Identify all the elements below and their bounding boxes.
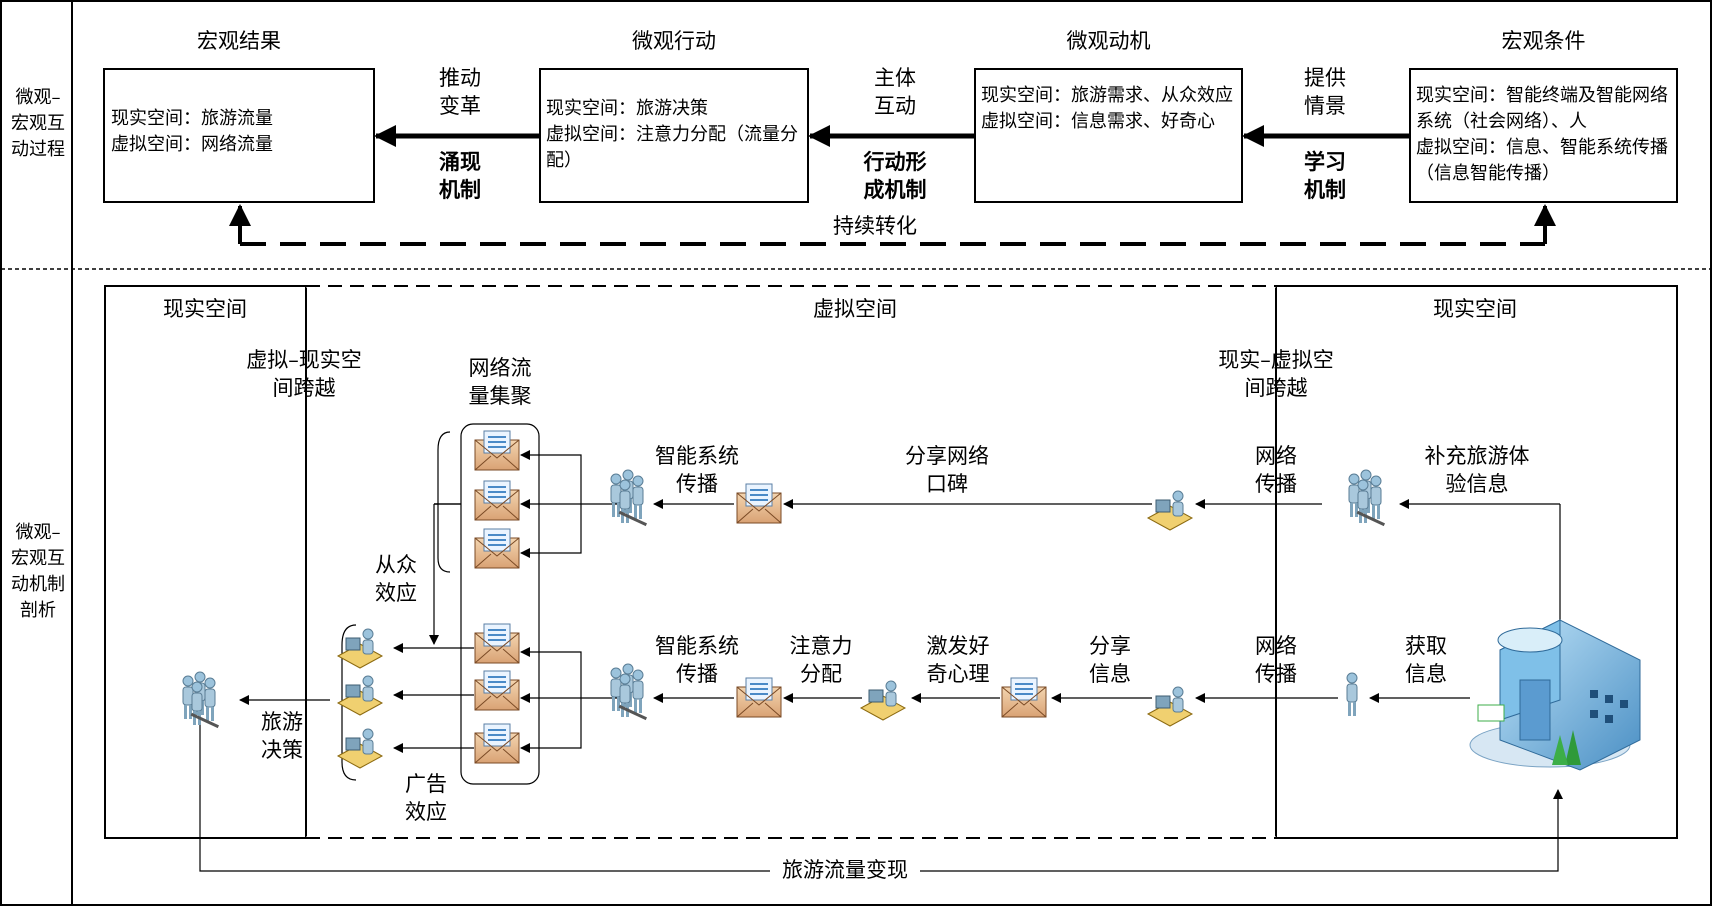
- header-macro-result: 宏观结果: [197, 29, 281, 53]
- label-smart-spread-lower: 智能系统传播: [655, 634, 739, 686]
- envelope-icon: [474, 430, 520, 471]
- label-action-mechanism: 行动形成机制: [863, 149, 927, 202]
- envelope-icon: [474, 480, 520, 521]
- person-icon: [1346, 672, 1358, 717]
- label-continuous-transform: 持续转化: [820, 212, 930, 240]
- box-macro-result: 现实空间：旅游流量虚拟空间：网络流量: [111, 108, 273, 155]
- label-smart-spread-upper: 智能系统传播: [655, 444, 739, 496]
- label-real-virtual-crossing: 现实–虚拟空间跨越: [1218, 348, 1334, 400]
- label-emergence-mechanism: 涌现机制: [439, 149, 481, 202]
- label-virtual-real-crossing: 虚拟–现实空间跨越: [246, 348, 362, 400]
- envelope-icon: [1001, 677, 1047, 718]
- side-label-bottom: 微观–宏观互动机制剖析: [11, 522, 65, 621]
- label-share-info: 分享信息: [1089, 634, 1131, 686]
- label-push-change: 推动变革: [439, 66, 481, 118]
- person-group-icon: [611, 664, 647, 720]
- envelope-icon: [736, 677, 782, 718]
- label-monetize: 旅游流量变现: [770, 856, 920, 884]
- envelope-icon: [474, 723, 520, 764]
- label-supplement-experience: 补充旅游体验信息: [1424, 444, 1530, 496]
- envelope-icon: [474, 670, 520, 711]
- label-provide-scene: 提供情景: [1304, 66, 1346, 118]
- person-at-computer-icon: [860, 680, 906, 721]
- label-get-info: 获取信息: [1405, 634, 1447, 686]
- label-herd-effect: 从众效应: [375, 553, 417, 605]
- envelope-icon: [474, 528, 520, 569]
- label-attention-allocation: 注意力分配: [789, 634, 853, 686]
- label-agent-interaction: 主体互动: [874, 66, 916, 118]
- label-network-flow-gather: 网络流量集聚: [468, 356, 532, 408]
- box-macro-condition: 现实空间：智能终端及智能网络系统（社会网络）、人虚拟空间：信息、智能系统传播（信…: [1416, 85, 1668, 184]
- box-micro-action: 现实空间：旅游决策虚拟空间：注意力分配（流量分配）: [546, 98, 798, 171]
- label-share-wom: 分享网络口碑: [905, 444, 989, 496]
- person-at-computer-icon: [337, 728, 383, 769]
- person-at-computer-icon: [337, 628, 383, 669]
- envelope-icon: [474, 623, 520, 664]
- header-micro-action: 微观行动: [632, 29, 716, 53]
- building-icon: [1469, 619, 1641, 771]
- label-curiosity: 激发好奇心理: [926, 634, 990, 686]
- person-at-computer-icon: [1147, 490, 1193, 531]
- person-group-icon: [611, 470, 647, 526]
- box-micro-motive: 现实空间：旅游需求、从众效应虚拟空间：信息需求、好奇心: [981, 85, 1233, 132]
- label-learning-mechanism: 学习机制: [1304, 149, 1346, 202]
- region-real-left: 现实空间: [163, 297, 247, 321]
- header-macro-condition: 宏观条件: [1501, 29, 1586, 53]
- label-travel-decision: 旅游决策: [261, 710, 303, 762]
- label-net-spread-lower: 网络传播: [1255, 634, 1297, 686]
- label-ad-effect: 广告效应: [405, 772, 447, 824]
- person-at-computer-icon: [337, 675, 383, 716]
- person-at-computer-icon: [1147, 686, 1193, 727]
- region-real-right: 现实空间: [1433, 297, 1517, 321]
- header-micro-motive: 微观动机: [1066, 29, 1151, 53]
- person-group-icon: [1349, 470, 1385, 526]
- envelope-icon: [736, 483, 782, 524]
- region-virtual: 虚拟空间: [813, 297, 897, 321]
- person-group-icon: [183, 672, 219, 728]
- side-label-top: 微观–宏观互动过程: [11, 87, 65, 160]
- label-net-spread-upper: 网络传播: [1255, 444, 1297, 496]
